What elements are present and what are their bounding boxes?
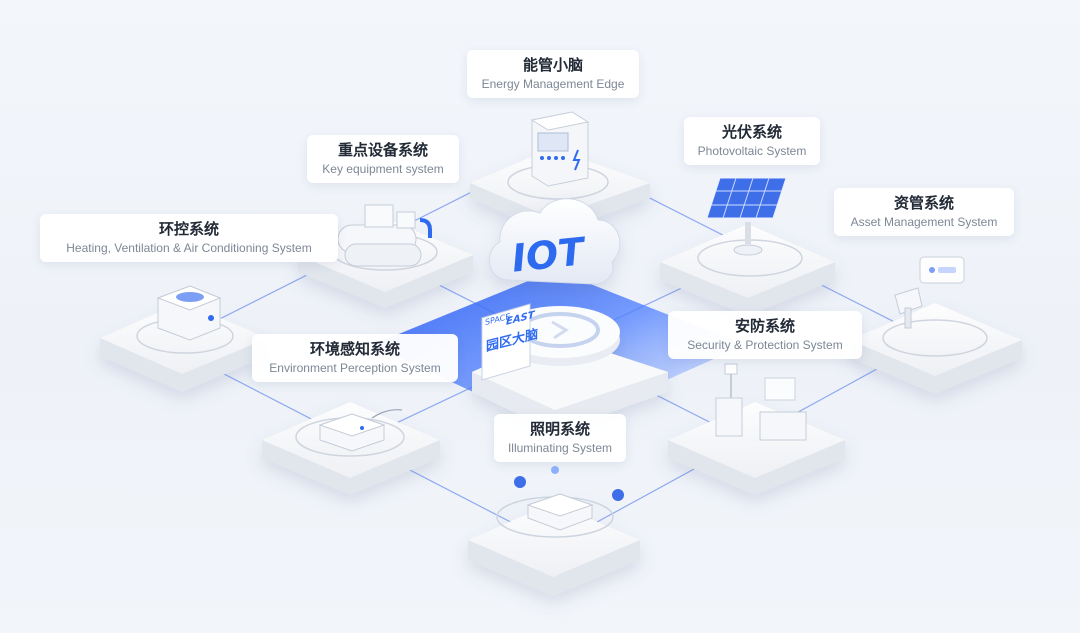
label-lighting-zh: 照明系统 — [529, 420, 590, 438]
lighting-gateway-icon — [514, 466, 624, 531]
label-hvac: 环控系统 Heating, Ventilation & Air Conditio… — [40, 214, 338, 262]
iot-cloud-label: IOT — [510, 229, 590, 281]
hvac-unit-icon — [156, 285, 222, 341]
label-environment-en: Environment Perception System — [269, 361, 441, 375]
label-photovoltaic: 光伏系统 Photovoltaic System — [684, 117, 820, 165]
label-key-equipment-en: Key equipment system — [322, 162, 444, 176]
label-lighting: 照明系统 Illuminating System — [494, 414, 626, 462]
label-energy-zh: 能管小脑 — [522, 56, 583, 74]
tile-photovoltaic — [660, 224, 835, 316]
chiller-equipment-icon — [337, 204, 432, 267]
tile-lighting — [468, 496, 640, 596]
solar-panel-icon — [706, 177, 787, 256]
label-key-equipment-zh: 重点设备系统 — [337, 141, 428, 159]
label-environment: 环境感知系统 Environment Perception System — [252, 334, 458, 382]
brand-sign: SPACE EAST 园区大脑 — [481, 303, 538, 381]
asset-reader-icon — [894, 256, 965, 329]
iot-cloud-icon: IOT — [488, 198, 621, 285]
environment-sensor-icon — [318, 409, 403, 452]
label-photovoltaic-en: Photovoltaic System — [697, 144, 807, 158]
label-asset-en: Asset Management System — [850, 215, 998, 229]
label-hvac-en: Heating, Ventilation & Air Conditioning … — [66, 241, 312, 255]
label-photovoltaic-zh: 光伏系统 — [721, 123, 782, 141]
label-energy: 能管小脑 Energy Management Edge — [467, 50, 639, 98]
security-devices-icon — [715, 363, 807, 441]
label-security-zh: 安防系统 — [734, 317, 795, 335]
label-hvac-zh: 环控系统 — [158, 220, 219, 238]
label-energy-en: Energy Management Edge — [481, 77, 625, 91]
tile-asset — [850, 303, 1022, 394]
label-asset: 资管系统 Asset Management System — [834, 188, 1014, 236]
tile-security — [668, 402, 845, 495]
label-security: 安防系统 Security & Protection System — [668, 311, 862, 359]
energy-edge-cabinet-icon — [530, 111, 590, 187]
label-key-equipment: 重点设备系统 Key equipment system — [307, 135, 459, 183]
label-security-en: Security & Protection System — [687, 338, 843, 352]
label-environment-zh: 环境感知系统 — [309, 340, 400, 358]
label-asset-zh: 资管系统 — [893, 194, 954, 212]
label-lighting-en: Illuminating System — [507, 441, 613, 455]
